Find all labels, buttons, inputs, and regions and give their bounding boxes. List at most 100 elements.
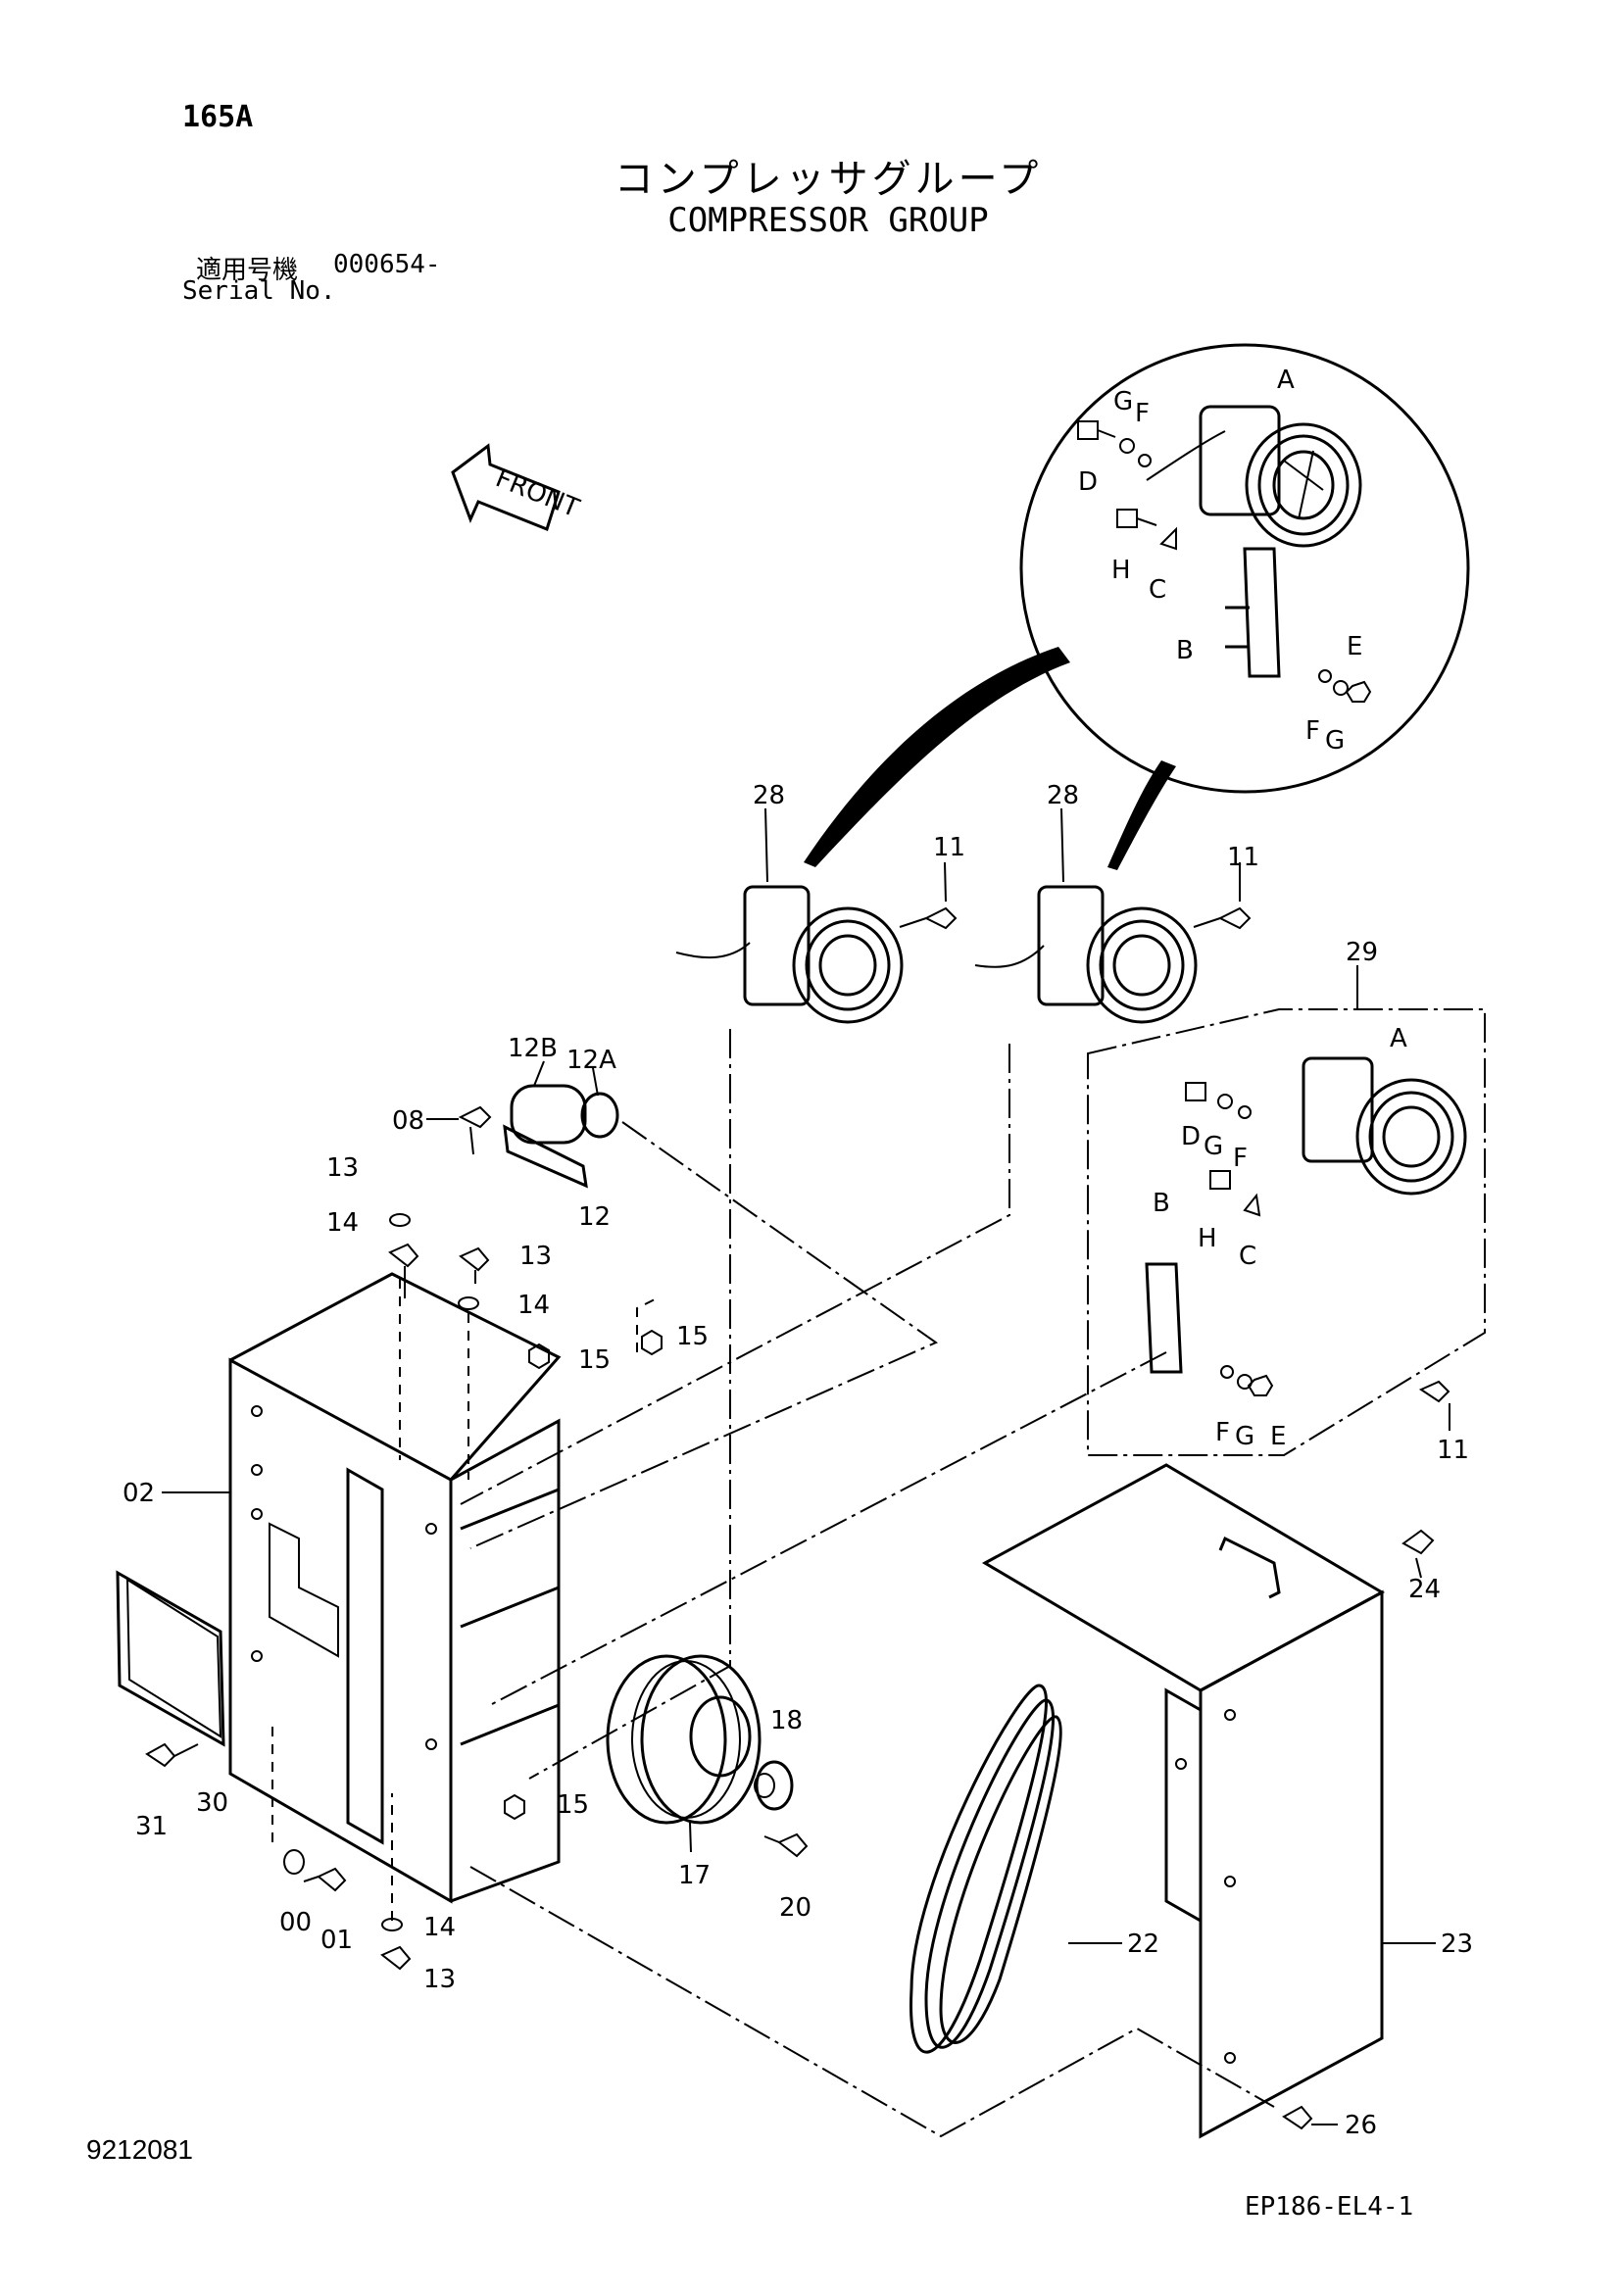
washer-icon-g2	[1333, 680, 1349, 696]
callout-28-left: 28	[753, 781, 785, 810]
callout-14-a: 14	[326, 1208, 359, 1238]
nut-15-b	[641, 1329, 663, 1356]
washer-icon-g	[1119, 438, 1135, 454]
serial-label-japanese: 適用号機	[196, 256, 299, 285]
serial-value: 000654-	[333, 250, 441, 279]
compressor-icon	[1146, 405, 1362, 548]
callout-18: 18	[770, 1706, 803, 1735]
pulley-17	[606, 1654, 762, 1853]
nut-icon-e	[1345, 680, 1372, 703]
bolt-13-c	[380, 1945, 412, 1971]
callout-31: 31	[135, 1812, 168, 1841]
main-frame-02	[228, 1272, 562, 1904]
callout-29: 29	[1346, 938, 1378, 967]
callout-13-a: 13	[326, 1153, 359, 1183]
detail-circle-label-f-bottom: F	[1305, 716, 1320, 746]
washer-icon-29-f2	[1220, 1365, 1234, 1379]
bolt-icon-d	[1077, 420, 1116, 440]
callout-20: 20	[779, 1893, 811, 1923]
front-arrow: FRONT	[451, 443, 583, 531]
box-label-g-top: G	[1204, 1132, 1223, 1161]
detail-circle-label-b: B	[1176, 636, 1194, 665]
detail-circle-label-e: E	[1347, 632, 1362, 661]
bolt-icon-29-d	[1185, 1082, 1206, 1101]
detail-circle-label-h: H	[1111, 556, 1131, 585]
callout-15-b: 15	[676, 1322, 709, 1351]
callout-12: 12	[578, 1202, 611, 1232]
bolt-13-b	[459, 1246, 490, 1284]
box-label-a: A	[1390, 1024, 1407, 1053]
box-label-f-bottom: F	[1215, 1418, 1230, 1447]
drawing-id: EP186-EL4-1	[1245, 2192, 1414, 2222]
washer-icon-29-f	[1238, 1105, 1252, 1119]
callout-11-box: 11	[1437, 1436, 1469, 1465]
box-label-g-bottom: G	[1235, 1422, 1254, 1451]
bolt-icon-h	[1116, 509, 1157, 528]
bolt-11-right	[1193, 862, 1252, 930]
callout-22: 22	[1127, 1930, 1159, 1959]
callout-13-c: 13	[423, 1965, 456, 1994]
nut-icon-29-e	[1247, 1374, 1274, 1396]
washer-14-a	[389, 1213, 411, 1227]
clip-icon-c	[1159, 526, 1177, 551]
washer-00	[283, 1849, 305, 1875]
callout-28-right: 28	[1047, 781, 1079, 810]
callout-26: 26	[1345, 2111, 1377, 2140]
bolt-13-a	[388, 1243, 419, 1298]
bolt-11-left	[899, 861, 958, 930]
leader-wedge-left	[804, 647, 1070, 867]
washer-icon-f2	[1318, 669, 1332, 683]
bolt-01	[303, 1867, 347, 1892]
title-japanese: コンプレッサグループ	[614, 157, 1043, 202]
part-12-assembly	[503, 1060, 619, 1189]
washer-icon-29-g	[1217, 1094, 1233, 1109]
box-label-b: B	[1153, 1189, 1170, 1218]
detail-circle-label-f-top: F	[1135, 399, 1150, 428]
title-english: COMPRESSOR GROUP	[667, 201, 989, 240]
compressor-28-left	[675, 807, 904, 1024]
washer-icon-f	[1138, 454, 1152, 467]
assembly-29-box	[1087, 965, 1486, 1456]
cover-plate-30	[116, 1570, 225, 1747]
serial-label-english: Serial No.	[182, 276, 336, 306]
front-label: FRONT	[491, 464, 583, 523]
box-label-e: E	[1270, 1422, 1286, 1451]
bolt-08	[426, 1105, 492, 1155]
bolt-20	[763, 1832, 809, 1858]
detail-circle-label-a: A	[1277, 366, 1295, 395]
box-label-h: H	[1198, 1224, 1217, 1253]
clip-icon-29-c	[1243, 1193, 1261, 1217]
callout-13-b: 13	[519, 1242, 552, 1271]
cover-23	[981, 1463, 1436, 2139]
callout-15-c: 15	[557, 1790, 589, 1820]
callout-11-right: 11	[1227, 843, 1259, 872]
nut-15-c	[504, 1793, 525, 1821]
hub-18	[754, 1760, 794, 1811]
bolt-31	[145, 1742, 199, 1768]
box-label-f-top: F	[1233, 1144, 1248, 1173]
leader-wedge-right	[1107, 760, 1176, 870]
washer-14-b	[458, 1296, 479, 1310]
bolt-icon-29-h	[1209, 1170, 1231, 1190]
box-label-c: C	[1239, 1242, 1256, 1271]
detail-circle-label-d: D	[1078, 467, 1098, 497]
callout-15-a: 15	[578, 1345, 611, 1375]
document-number: 9212081	[86, 2134, 194, 2165]
callout-02: 02	[123, 1479, 155, 1508]
bolt-11-box	[1418, 1380, 1450, 1403]
callout-12b: 12B	[508, 1034, 558, 1063]
callout-08: 08	[392, 1106, 424, 1136]
bolt-26	[1282, 2105, 1338, 2130]
callout-24: 24	[1408, 1575, 1441, 1604]
callout-17: 17	[678, 1861, 711, 1890]
callout-30: 30	[196, 1788, 228, 1818]
callout-23: 23	[1441, 1930, 1473, 1959]
bolt-24	[1401, 1529, 1435, 1579]
box-label-d: D	[1181, 1122, 1201, 1151]
callout-01: 01	[320, 1926, 353, 1955]
bracket-icon	[1225, 547, 1281, 678]
page-number: 165A	[182, 100, 254, 134]
detail-circle: A G F D H C B E F G	[804, 343, 1470, 870]
nut-15-a	[528, 1343, 550, 1370]
